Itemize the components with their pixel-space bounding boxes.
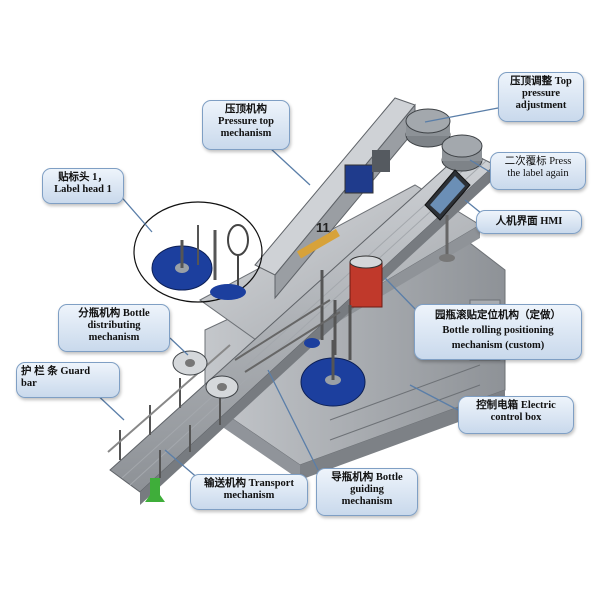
callout-label-head-1: 贴标头 1， Label head 1 — [42, 168, 124, 204]
callout-hmi: 人机界面 HMI — [476, 210, 582, 234]
pressure-adjustment-rollers — [405, 108, 483, 172]
callout-top-pressure-adjustment: 压顶调整 Top pressure adjustment — [498, 72, 584, 122]
callout-bottle-rolling: 园瓶滚贴定位机构（定做） Bottle rolling positioning … — [414, 304, 582, 360]
callout-electric-control-box: 控制电箱 Electric control box — [458, 396, 574, 434]
callout-bottle-distributing: 分瓶机构 Bottle distributing mechanism — [58, 304, 170, 352]
bottle-guiding-bars — [234, 299, 341, 373]
callout-press-label-again: 二次覆标 Press the label again — [490, 152, 586, 190]
label-head-1 — [151, 224, 249, 300]
hmi-panel — [424, 169, 471, 262]
callout-transport-mechanism: 输送机构 Transport mechanism — [190, 474, 308, 510]
bottle-rolling-mechanism — [296, 229, 383, 360]
callout-pressure-top-mechanism: 压顶机构 Pressure top mechanism — [202, 100, 290, 150]
callout-bottle-guiding: 导瓶机构 Bottle guiding mechanism — [316, 468, 418, 516]
green-support — [145, 478, 165, 502]
callout-guard-bar: 护 栏 条 Guard bar — [16, 362, 120, 398]
guard-bar-posts — [107, 344, 231, 478]
label-head-highlight — [133, 201, 263, 303]
label-head-2 — [300, 338, 366, 407]
bottle-distributing-wheels — [172, 350, 239, 399]
conveyor-belt — [109, 149, 496, 505]
machine-number: 11 — [316, 220, 330, 235]
